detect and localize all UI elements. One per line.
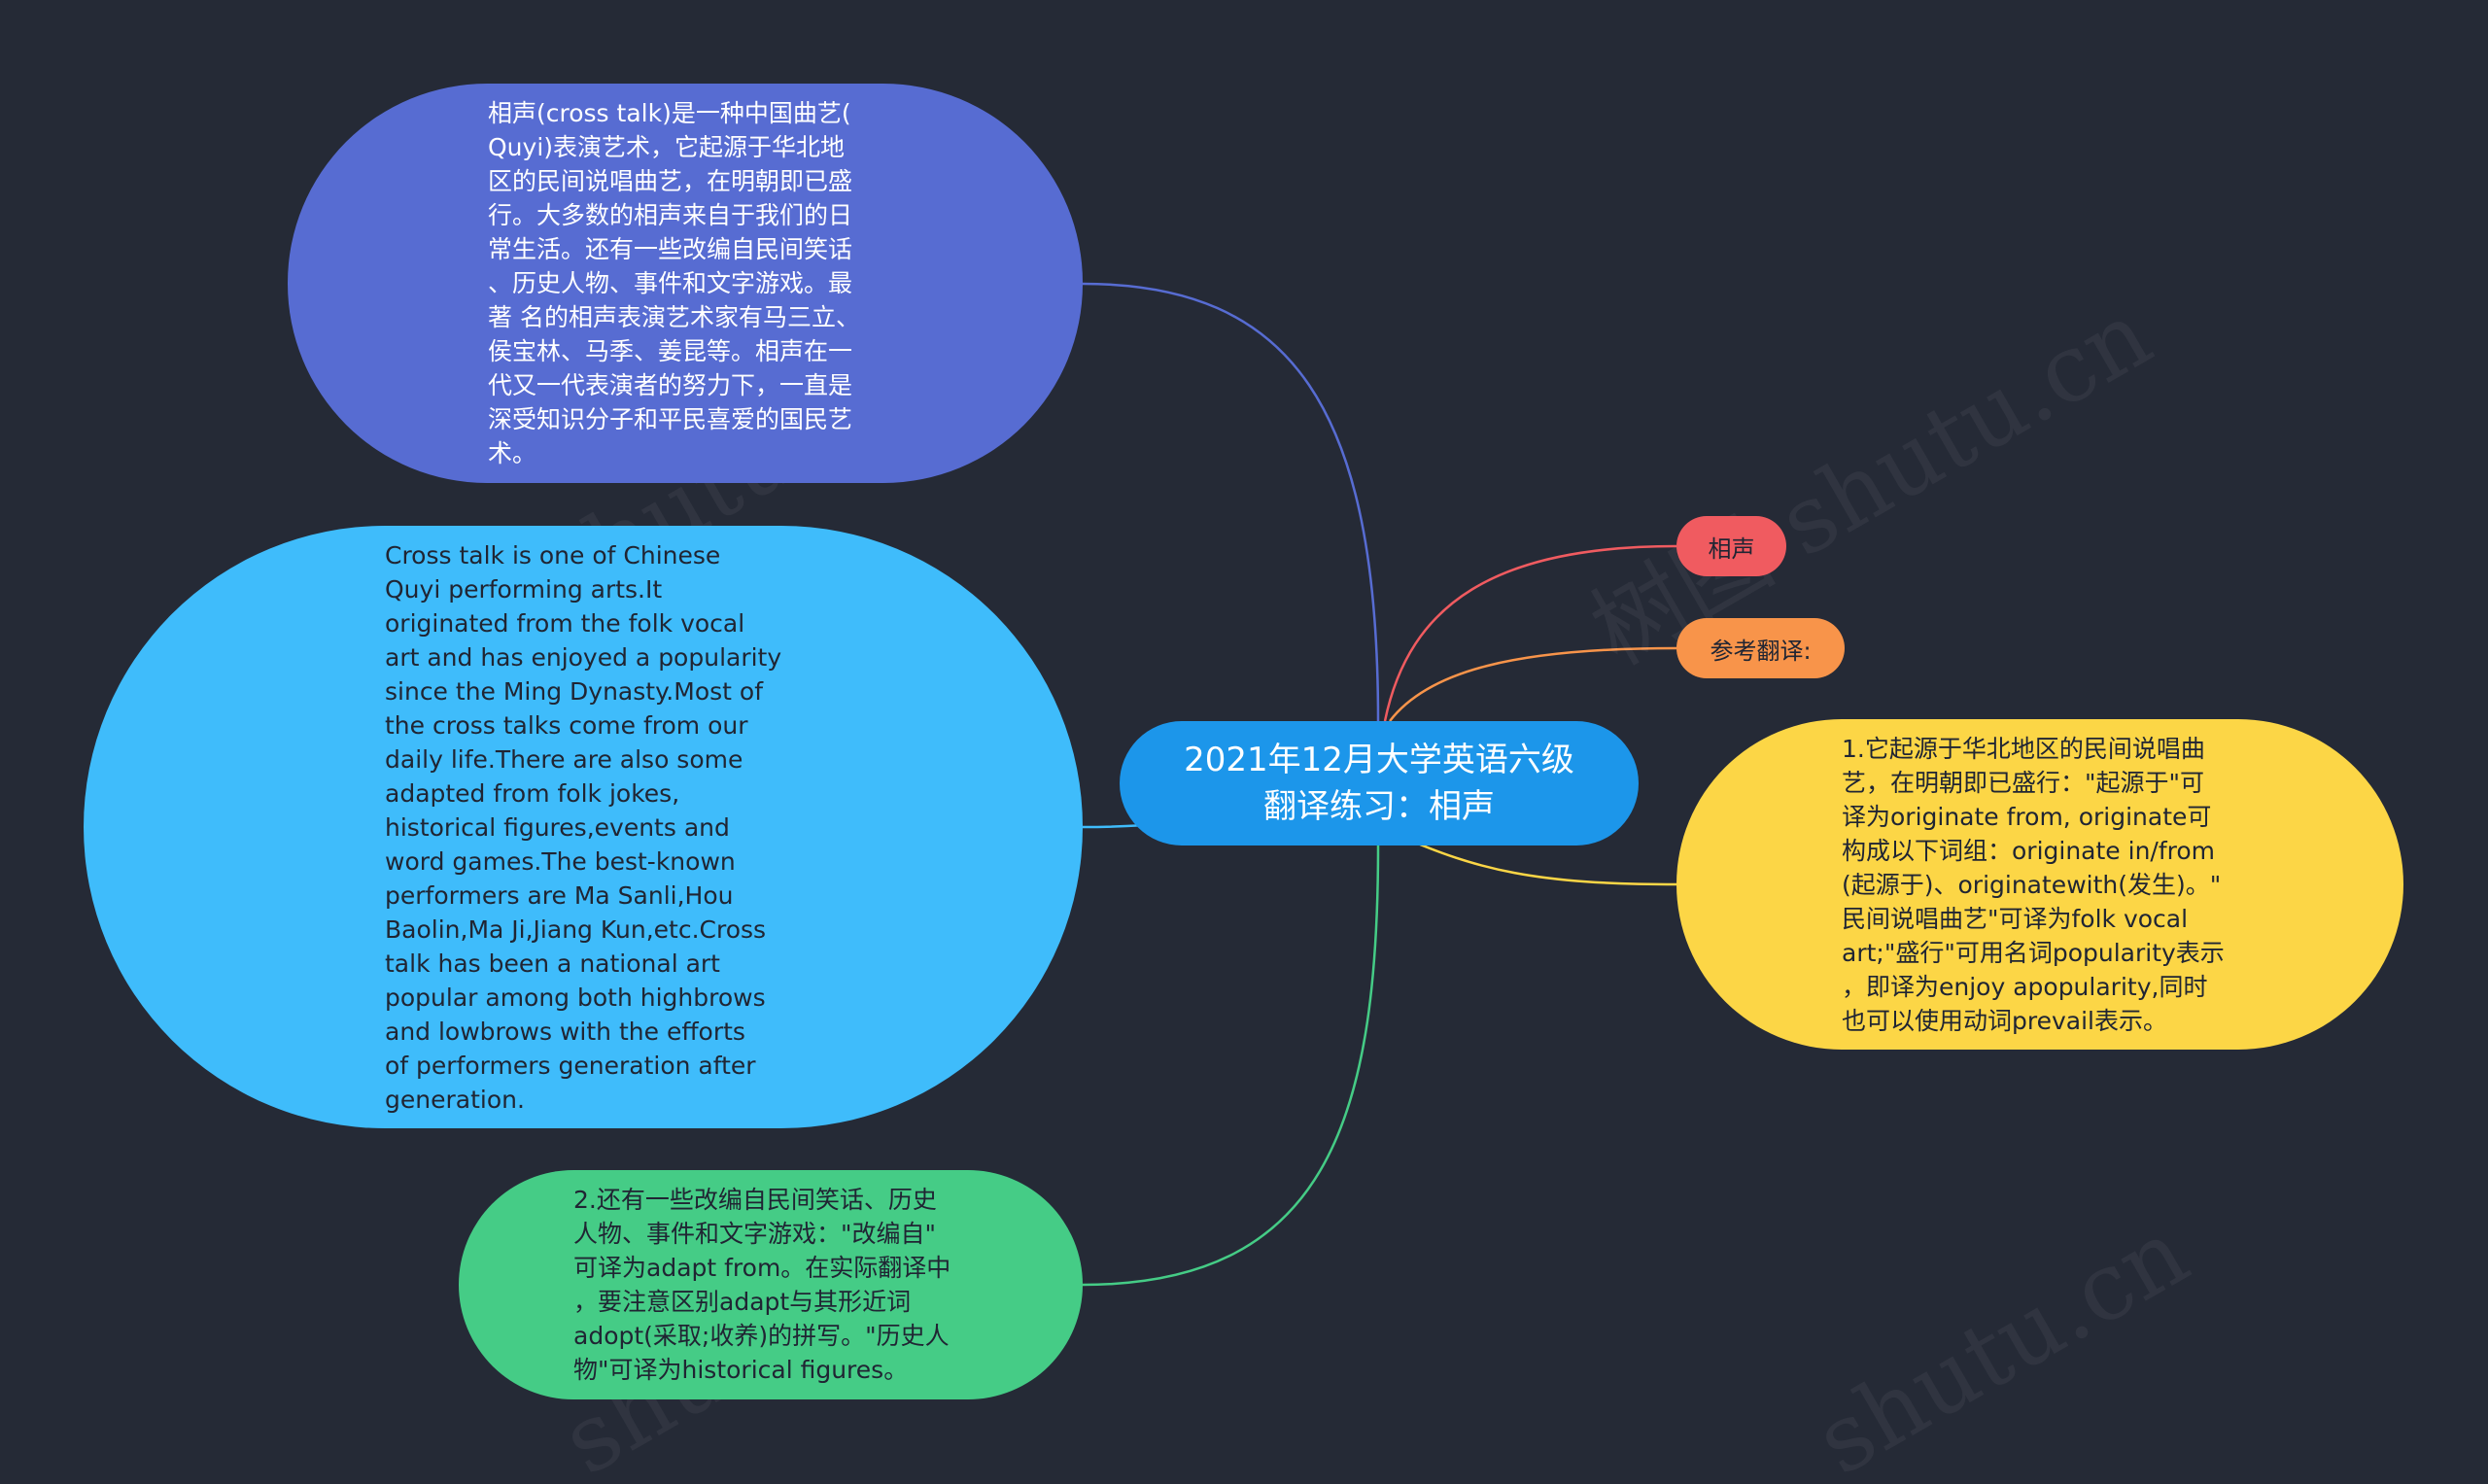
root-node[interactable]: 2021年12月大学英语六级 翻译练习：相声 — [1120, 721, 1639, 846]
topic-node-note-1[interactable]: 1.它起源于华北地区的民间说唱曲 艺，在明朝即已盛行："起源于"可 译为orig… — [1676, 719, 2403, 1050]
topic-node-english-translation[interactable]: Cross talk is one of Chinese Quyi perfor… — [84, 526, 1083, 1128]
topic-node-chinese-text-label: 相声(cross talk)是一种中国曲艺( Quyi)表演艺术，它起源于华北地… — [488, 99, 860, 467]
connector-tag-ref — [1389, 646, 1677, 722]
topic-node-note-2[interactable]: 2.还有一些改编自民间笑话、历史 人物、事件和文字游戏："改编自" 可译为ada… — [459, 1170, 1083, 1399]
tag-node-reference-translation[interactable]: 参考翻译: — [1676, 618, 1845, 678]
topic-node-english-translation-label: Cross talk is one of Chinese Quyi perfor… — [385, 540, 782, 1114]
connector-note-1 — [1399, 834, 1677, 886]
topic-node-note-1-label: 1.它起源于华北地区的民间说唱曲 艺，在明朝即已盛行："起源于"可 译为orig… — [1842, 734, 2225, 1035]
root-node-label: 2021年12月大学英语六级 翻译练习：相声 — [1184, 741, 1574, 826]
topic-node-note-2-label: 2.还有一些改编自民间笑话、历史 人物、事件和文字游戏："改编自" 可译为ada… — [573, 1186, 951, 1384]
tag-node-xiangsheng-label: 相声 — [1708, 535, 1755, 563]
topic-node-chinese-text[interactable]: 相声(cross talk)是一种中国曲艺( Quyi)表演艺术，它起源于华北地… — [288, 84, 1083, 483]
tag-node-xiangsheng[interactable]: 相声 — [1676, 516, 1786, 576]
connector-topic-cn — [1082, 282, 1380, 722]
connector-note-2 — [1082, 845, 1380, 1287]
tag-node-reference-translation-label: 参考翻译: — [1710, 637, 1812, 665]
connector-tag-xiangsheng — [1383, 544, 1677, 722]
